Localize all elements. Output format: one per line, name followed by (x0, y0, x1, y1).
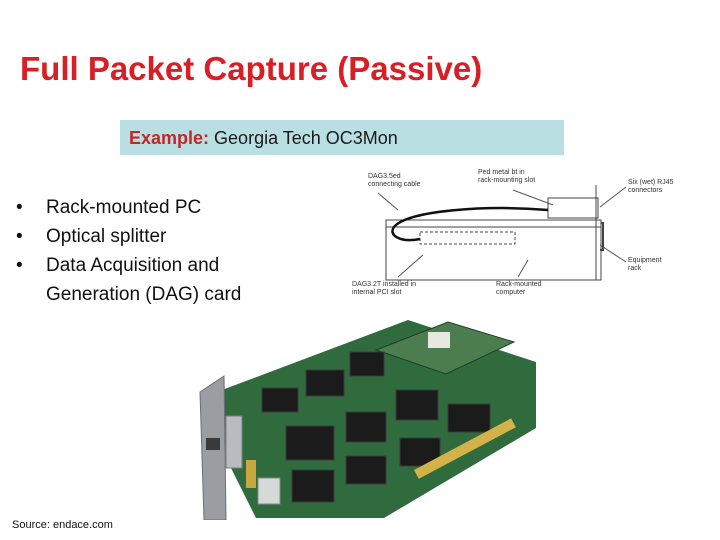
example-label: Example: (129, 128, 210, 148)
dag-cable (391, 206, 549, 242)
bullet-list: • Rack-mounted PC • Optical splitter • D… (16, 193, 241, 309)
example-text: Georgia Tech OC3Mon (209, 128, 398, 148)
slide-title: Full Packet Capture (Passive) (20, 50, 483, 87)
dag-card-outline (419, 231, 516, 245)
chip (261, 387, 299, 413)
bullet-text: Rack-mounted PC (46, 197, 202, 218)
bullet-dot-icon: • (16, 226, 23, 247)
label-sticker (428, 332, 450, 348)
dag-card-photo (196, 320, 536, 520)
serial-connector (225, 415, 243, 469)
bnc-connector (246, 460, 256, 488)
bullet-dot-icon: • (16, 255, 23, 276)
pc-chassis (385, 219, 602, 281)
list-item: • Rack-mounted PC (16, 193, 241, 222)
example-banner: Example: Georgia Tech OC3Mon (120, 120, 564, 155)
chip (345, 455, 387, 485)
list-item: • Data Acquisition and Generation (DAG) … (16, 251, 241, 309)
rj45-socket (257, 477, 281, 505)
bullet-text-continued: Generation (DAG) card (46, 284, 242, 305)
chip (349, 351, 385, 377)
bullet-text: Optical splitter (46, 226, 167, 247)
bullet-dot-icon: • (16, 197, 23, 218)
chip (447, 403, 491, 433)
chip (345, 411, 387, 443)
list-item: • Optical splitter (16, 222, 241, 251)
chip (395, 389, 439, 421)
pci-edge-connector (414, 418, 516, 479)
rack-bracket (547, 197, 599, 219)
rj45-port (206, 438, 220, 450)
source-credit: Source: endace.com (12, 519, 113, 531)
chip (305, 369, 345, 397)
chip (291, 469, 335, 503)
bullet-text: Data Acquisition and (46, 255, 220, 276)
chip (285, 425, 335, 461)
